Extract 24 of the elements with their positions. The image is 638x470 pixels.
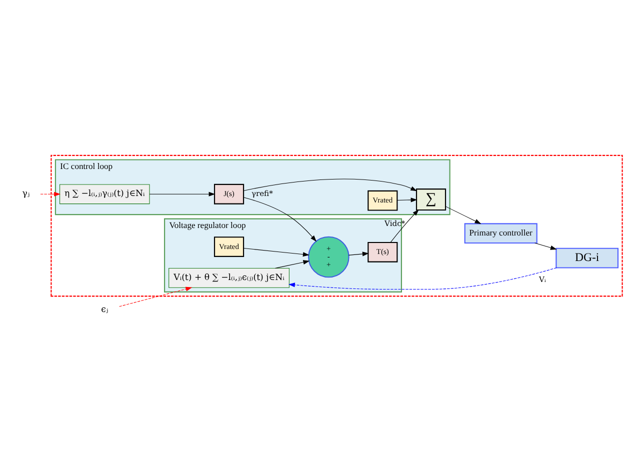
arrow <box>243 178 418 191</box>
arrow <box>40 191 61 196</box>
node-text: ϵⱼ <box>101 304 108 315</box>
node-box: Vrated <box>214 236 244 256</box>
arrow <box>274 260 310 268</box>
node-box: Primary controller <box>464 222 538 244</box>
node-box: Vrated <box>368 190 398 210</box>
node-box: J(s) <box>214 183 244 204</box>
node-box: T(s) <box>368 241 398 262</box>
arrow <box>243 196 317 242</box>
arrow <box>534 242 557 250</box>
node-box: η ∑ −l₍ᵢ,ⱼ₎γ₍ⱼ₎(t) j∈Nᵢ <box>60 184 150 204</box>
node-box: ∑ <box>416 188 446 210</box>
node-box: DG-i <box>556 247 619 268</box>
arrow <box>149 191 216 196</box>
arrow <box>348 251 369 256</box>
cluster <box>50 154 623 296</box>
arrow <box>397 197 418 202</box>
arrow <box>288 266 557 289</box>
arrow <box>243 247 310 256</box>
node-text: γⱼ <box>22 188 30 199</box>
node-box: Vᵢ(t) + θ ∑ −l₍ᵢ,ⱼ₎ϵ₍ⱼ₎(t) j∈Nᵢ <box>168 268 290 288</box>
arrow <box>119 286 192 306</box>
arrow <box>445 206 482 224</box>
